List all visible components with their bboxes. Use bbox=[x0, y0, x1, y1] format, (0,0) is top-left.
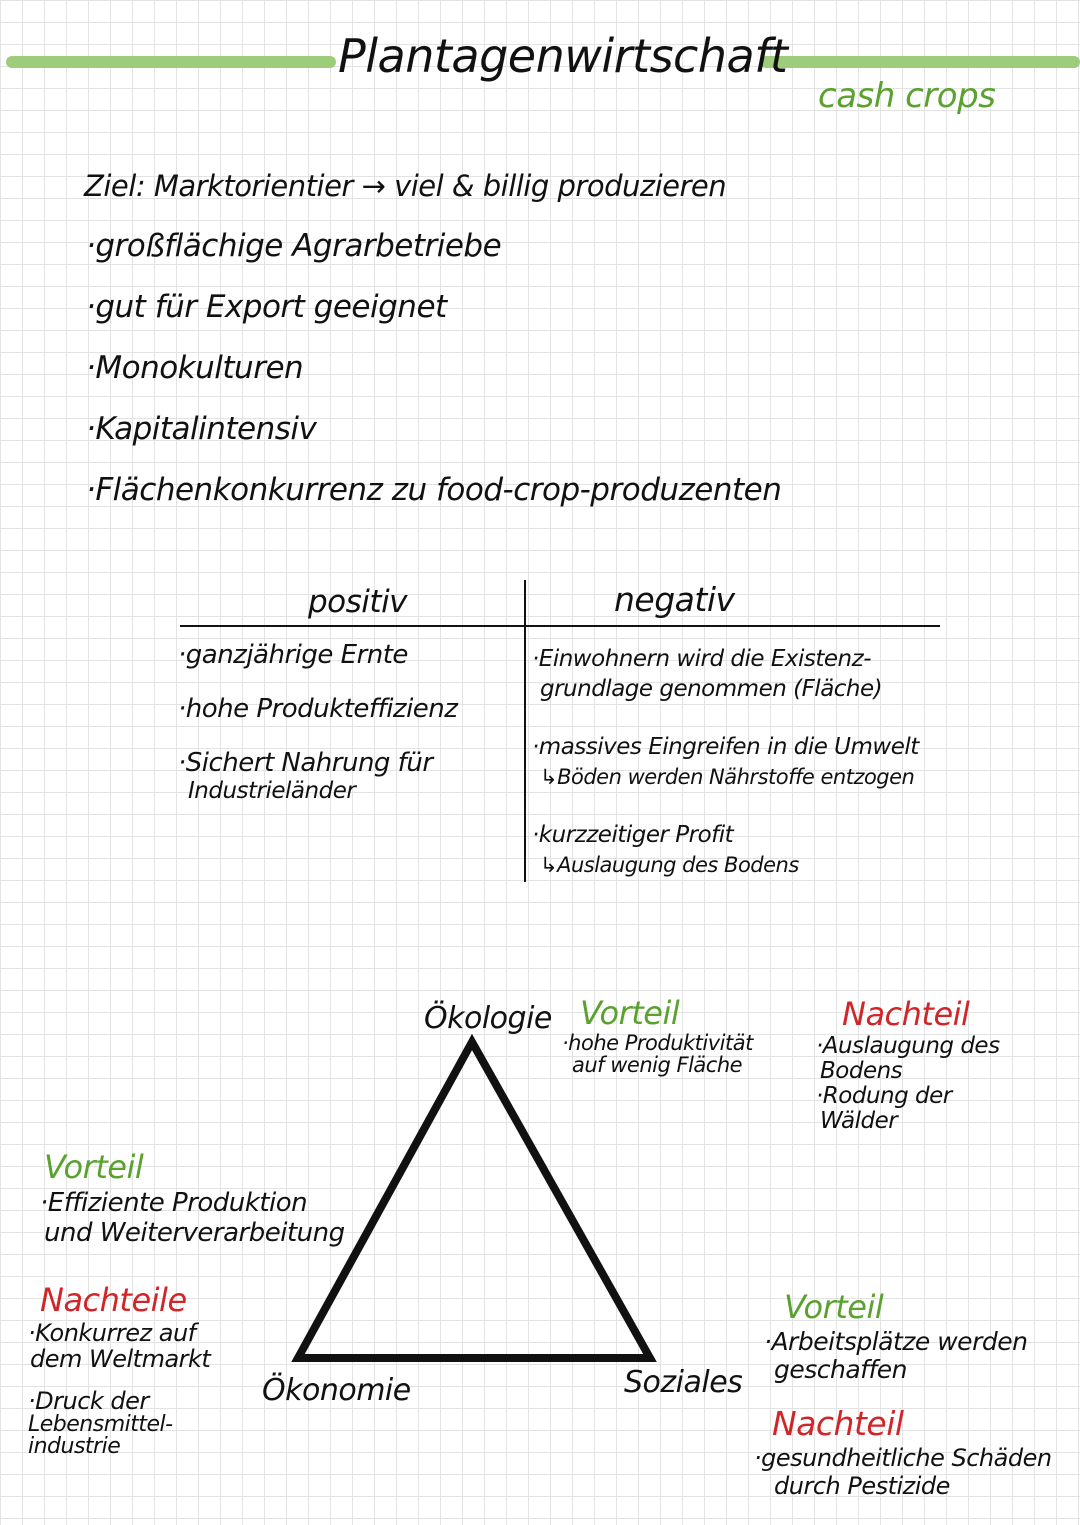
feature-item: ·gut für Export geeignet bbox=[86, 289, 447, 325]
triangle-label-ecology: Ökologie bbox=[424, 1001, 552, 1036]
ecology-advantage: Vorteil ·hohe Produktivität auf wenig Fl… bbox=[562, 994, 753, 1077]
title-bar-right bbox=[760, 56, 1080, 68]
ecology-disadvantage-title: Nachteil bbox=[842, 995, 970, 1033]
triangle-label-economy: Ökonomie bbox=[262, 1373, 411, 1408]
goal-text: Marktorientier → viel & billig produzier… bbox=[153, 169, 727, 203]
social-advantage-title: Vorteil bbox=[784, 1288, 884, 1326]
positive-item: ·ganzjährige Ernte bbox=[178, 640, 408, 670]
feature-item: ·Kapitalintensiv bbox=[86, 411, 317, 447]
social-disadvantage-title: Nachteil bbox=[772, 1404, 904, 1443]
negative-item: ·Einwohnern wird die Existenz- grundlage… bbox=[532, 646, 883, 702]
title-bar-left bbox=[6, 56, 336, 68]
economy-disadvantage-title: Nachteile bbox=[40, 1281, 187, 1319]
triangle-outline bbox=[291, 1033, 657, 1362]
economy-advantage: Vorteil ·Effiziente Produktion und Weite… bbox=[40, 1148, 345, 1248]
page-title: Plantagenwirtschaft bbox=[338, 29, 788, 83]
table-positive-list: ·ganzjährige Ernte ·hohe Produkteffizien… bbox=[178, 640, 458, 804]
negative-item: ·massives Eingreifen in die Umwelt ↳Böde… bbox=[532, 734, 919, 789]
feature-list: ·großflächige Agrarbetriebe ·gut für Exp… bbox=[86, 216, 782, 521]
economy-advantage-title: Vorteil bbox=[44, 1148, 144, 1186]
table-vertical-rule bbox=[524, 580, 526, 882]
economy-disadvantage: Nachteile ·Konkurrez auf dem Weltmarkt ·… bbox=[28, 1281, 211, 1459]
ecology-disadvantage: Nachteil ·Auslaugung des Bodens ·Rodung … bbox=[816, 995, 1000, 1134]
feature-item: ·Flächenkonkurrenz zu food-crop-produzen… bbox=[86, 472, 782, 508]
triangle-label-social: Soziales bbox=[624, 1365, 743, 1400]
table-horizontal-rule bbox=[180, 625, 940, 627]
social-advantage: Vorteil ·Arbeitsplätze werden geschaffen bbox=[764, 1288, 1028, 1384]
feature-item: ·großflächige Agrarbetriebe bbox=[86, 228, 502, 264]
feature-item: ·Monokulturen bbox=[86, 350, 304, 386]
ecology-advantage-title: Vorteil bbox=[580, 994, 680, 1032]
table-header-positive: positiv bbox=[308, 584, 408, 620]
social-disadvantage: Nachteil ·gesundheitliche Schäden durch … bbox=[754, 1404, 1052, 1500]
goal-label: Ziel: bbox=[84, 169, 146, 203]
positive-item: ·hohe Produkteffizienz bbox=[178, 694, 458, 724]
negative-item: ·kurzzeitiger Profit ↳Auslaugung des Bod… bbox=[532, 822, 799, 877]
table-negative-list: ·Einwohnern wird die Existenz- grundlage… bbox=[532, 644, 919, 880]
goal-line: Ziel: Marktorientier → viel & billig pro… bbox=[84, 166, 727, 206]
table-header-negative: negativ bbox=[614, 580, 735, 619]
positive-item: ·Sichert Nahrung für Industrieländer bbox=[178, 748, 433, 804]
page-subtitle: cash crops bbox=[818, 76, 996, 116]
